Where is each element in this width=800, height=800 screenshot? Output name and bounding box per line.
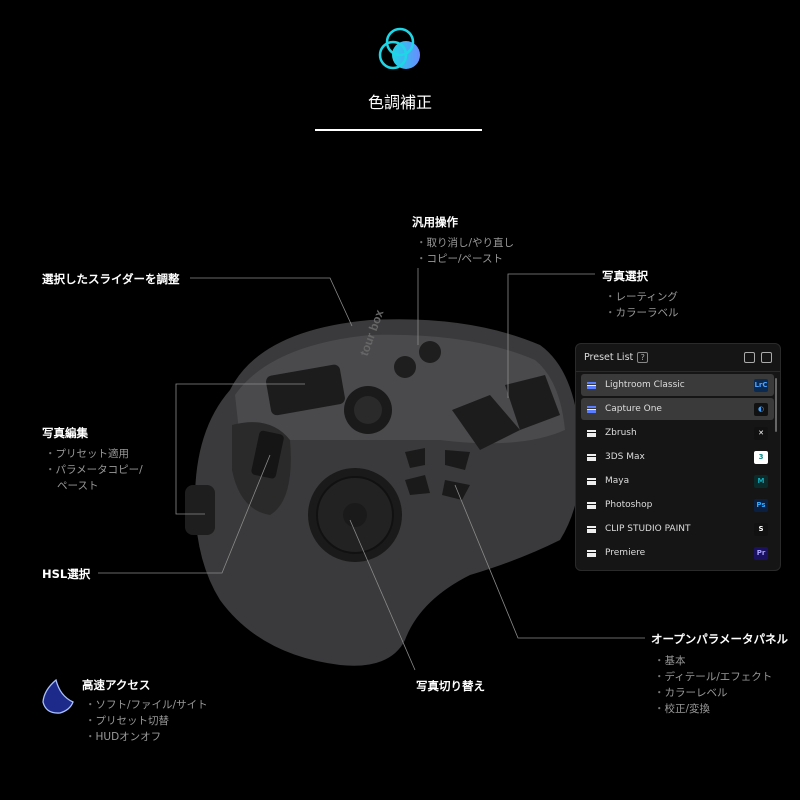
bullet: レーティング: [605, 289, 679, 305]
export-icon[interactable]: [744, 352, 755, 363]
bullet: カラーレベル: [654, 685, 772, 701]
drag-handle-icon[interactable]: [587, 549, 596, 557]
drag-handle-icon[interactable]: [587, 453, 596, 461]
label-hsl-select: HSL選択: [42, 567, 91, 581]
bullets-photo-edit: プリセット適用 パラメータコピー/ ペースト: [45, 446, 143, 494]
bullet: ソフト/ファイル/サイト: [85, 697, 208, 713]
bullet: 校正/変換: [654, 701, 772, 717]
preset-list-item[interactable]: Zbrush ✕: [581, 422, 774, 444]
bullets-photo-select: レーティング カラーラベル: [605, 289, 679, 321]
preset-name: CLIP STUDIO PAINT: [605, 524, 691, 534]
drag-handle-icon[interactable]: [587, 525, 596, 533]
drag-handle-icon[interactable]: [587, 477, 596, 485]
preset-list-item[interactable]: 3DS Max 3: [581, 446, 774, 468]
app-icon: ◐: [754, 402, 768, 416]
drag-handle-icon[interactable]: [587, 381, 596, 389]
bullets-general-ops: 取り消し/やり直し コピー/ペースト: [416, 235, 515, 267]
label-quick-access: 高速アクセス: [82, 678, 151, 692]
bullet: コピー/ペースト: [416, 251, 514, 267]
bullets-param-panel: 基本 ディテール/エフェクト カラーレベル 校正/変換: [654, 653, 773, 717]
preset-name: 3DS Max: [605, 452, 645, 462]
preset-list-header: Preset List ?: [576, 344, 780, 372]
title-underline: [315, 129, 482, 131]
app-icon: ✕: [754, 426, 768, 440]
drag-handle-icon[interactable]: [587, 405, 596, 413]
preset-list-item[interactable]: CLIP STUDIO PAINT S: [581, 518, 774, 540]
app-icon: LrC: [754, 378, 768, 392]
app-icon: S: [754, 522, 768, 536]
preset-name: Capture One: [605, 404, 662, 414]
app-icon: 3: [754, 450, 768, 464]
bullets-quick-access: ソフト/ファイル/サイト プリセット切替 HUDオンオフ: [85, 697, 208, 745]
label-photo-switch: 写真切り替え: [416, 679, 485, 693]
preset-name: Premiere: [605, 548, 646, 558]
bullet-continued: ペースト: [57, 480, 99, 492]
bullet: プリセット適用: [45, 446, 143, 462]
page-title: 色調補正: [367, 93, 432, 112]
preset-name: Photoshop: [605, 500, 653, 510]
preset-list-item[interactable]: Premiere Pr: [581, 542, 774, 564]
bullet: 取り消し/やり直し: [416, 235, 515, 251]
preset-name: Maya: [605, 476, 630, 486]
color-circles-icon: [378, 27, 420, 70]
preset-list-item[interactable]: Lightroom Classic LrC: [581, 374, 774, 396]
preset-list-panel: Preset List ? Lightroom Classic LrC Captur…: [575, 343, 781, 571]
label-photo-select: 写真選択: [602, 269, 648, 283]
app-icon: Pr: [754, 546, 768, 560]
label-param-panel: オープンパラメータパネル: [651, 632, 788, 646]
preset-name: Lightroom Classic: [605, 380, 685, 390]
bullet: カラーラベル: [605, 305, 679, 321]
drag-handle-icon[interactable]: [587, 429, 596, 437]
preset-list: Lightroom Classic LrC Capture One ◐ Zbrush ✕ 3…: [576, 374, 780, 564]
preset-list-item[interactable]: Capture One ◐: [581, 398, 774, 420]
label-photo-edit: 写真編集: [42, 426, 88, 440]
preset-list-item[interactable]: Maya M: [581, 470, 774, 492]
quick-access-icon: [42, 678, 74, 714]
bullet: ディテール/エフェクト: [654, 669, 773, 685]
help-icon[interactable]: ?: [637, 352, 649, 363]
label-general-ops: 汎用操作: [412, 215, 458, 229]
bullet: HUDオンオフ: [85, 729, 208, 745]
app-icon: M: [754, 474, 768, 488]
app-icon: Ps: [754, 498, 768, 512]
preset-list-item[interactable]: Photoshop Ps: [581, 494, 774, 516]
bullet: 基本: [654, 653, 772, 669]
import-icon[interactable]: [761, 352, 772, 363]
preset-name: Zbrush: [605, 428, 637, 438]
drag-handle-icon[interactable]: [587, 501, 596, 509]
bullet: パラメータコピー/: [45, 462, 143, 478]
bullet: プリセット切替: [85, 713, 208, 729]
scrollbar[interactable]: [775, 378, 777, 432]
label-slider-adjust: 選択したスライダーを調整: [42, 272, 180, 286]
preset-list-title: Preset List: [584, 352, 634, 363]
